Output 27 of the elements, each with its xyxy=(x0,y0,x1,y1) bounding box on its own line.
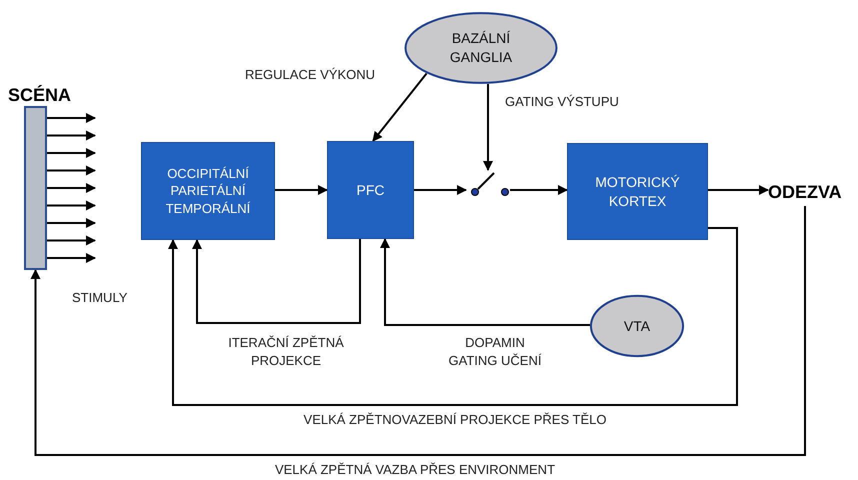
arrow xyxy=(510,185,568,195)
arrow xyxy=(47,253,96,263)
arrow xyxy=(47,218,96,228)
arrow xyxy=(414,185,467,195)
oval-node: BAZÁLNÍ GANGLIA xyxy=(404,12,558,84)
output-label: ODEZVA xyxy=(768,178,856,206)
arrow xyxy=(47,200,96,210)
arrow xyxy=(192,239,361,324)
arrow xyxy=(708,185,769,195)
process-box: OCCIPITÁLNÍ PARIETÁLNÍ TEMPORÁLNÍ xyxy=(141,142,275,240)
arrow xyxy=(47,148,96,158)
arrow xyxy=(47,166,96,176)
stimuli-label: STIMULY xyxy=(72,289,128,307)
process-box: PFC xyxy=(327,141,414,239)
arrow xyxy=(483,84,493,171)
arrow xyxy=(168,227,738,406)
arrow xyxy=(30,206,806,456)
oval-node: VTA xyxy=(590,295,684,357)
arrow xyxy=(47,183,96,193)
process-box: MOTORICKÝ KORTEX xyxy=(567,143,708,240)
arrow xyxy=(47,236,96,246)
arrow xyxy=(47,130,96,140)
arrow xyxy=(47,113,96,123)
scene-heading: SCÉNA xyxy=(8,84,72,106)
arrow xyxy=(275,185,328,195)
arrow xyxy=(380,238,590,326)
arrow xyxy=(372,72,428,142)
